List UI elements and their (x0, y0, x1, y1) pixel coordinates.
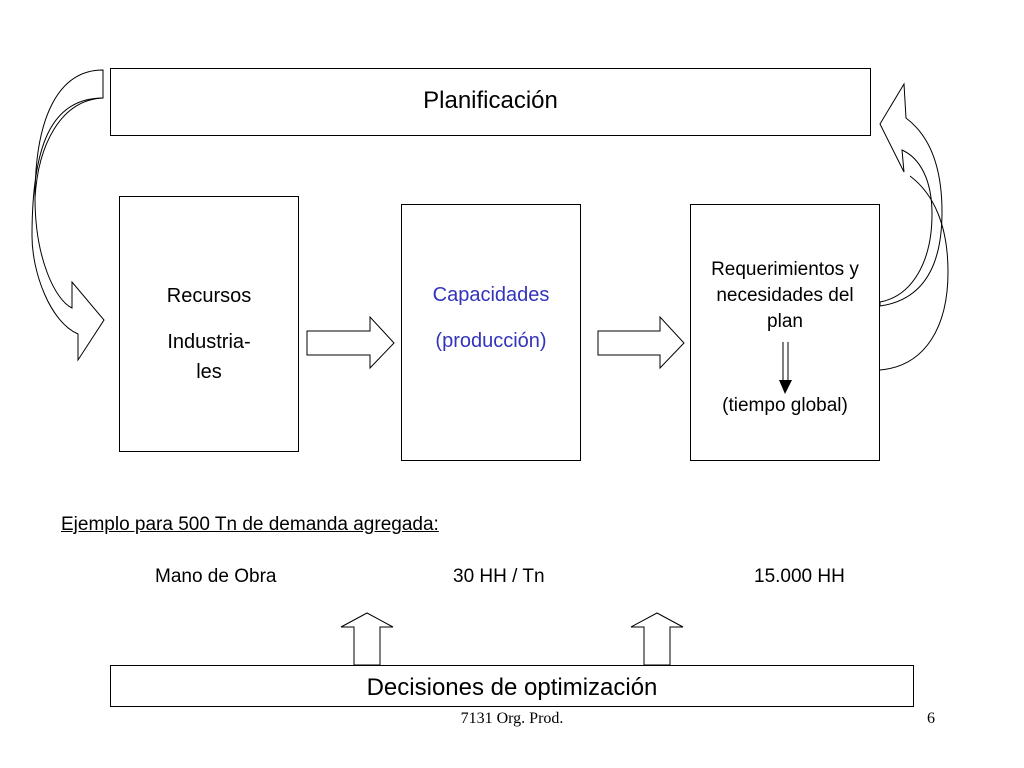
decisions-box: Decisiones de optimización (110, 665, 914, 707)
up-arrow-left (340, 612, 394, 666)
left-curved-arrow-fold (34, 97, 104, 199)
footer-course: 7131 Org. Prod. (460, 710, 564, 727)
block-arrow-resources-to-capacities (306, 315, 395, 370)
requirements-label-line3: plan (767, 311, 803, 332)
up-arrow-right (630, 612, 684, 666)
capacities-label-line2: (producción) (435, 330, 547, 352)
resources-label-line1: Recursos (166, 285, 252, 307)
planning-label: Planificación (423, 87, 558, 114)
down-arrow-head (779, 380, 792, 394)
page-number: 6 (927, 710, 935, 727)
example-total: 15.000 HH (754, 566, 845, 587)
example-labor: Mano de Obra (155, 566, 277, 587)
requirements-label-line2: necesidades del (716, 285, 854, 306)
right-curved-arrow-lower (879, 175, 949, 371)
left-curved-arrow (31, 69, 105, 362)
block-arrow-capacities-to-requirements (597, 315, 685, 370)
planning-box: Planificación (110, 68, 871, 136)
example-heading: Ejemplo para 500 Tn de demanda agregada: (61, 514, 439, 535)
requirements-label-line4: (tiempo global) (722, 395, 848, 416)
requirements-label-line1: Requerimientos y (711, 259, 859, 280)
right-curved-arrow (879, 82, 943, 307)
requirements-box: Requerimientos y necesidades del plan (t… (690, 204, 880, 461)
decisions-label: Decisiones de optimización (366, 674, 658, 701)
capacities-box: Capacidades (producción) (401, 204, 581, 461)
resources-label-line2: Industria- (167, 331, 251, 353)
example-rate: 30 HH / Tn (453, 566, 545, 587)
resources-label-line3: les (196, 361, 222, 383)
capacities-label-line1: Capacidades (432, 284, 550, 306)
resources-box: Recursos Industria- les (119, 196, 299, 452)
